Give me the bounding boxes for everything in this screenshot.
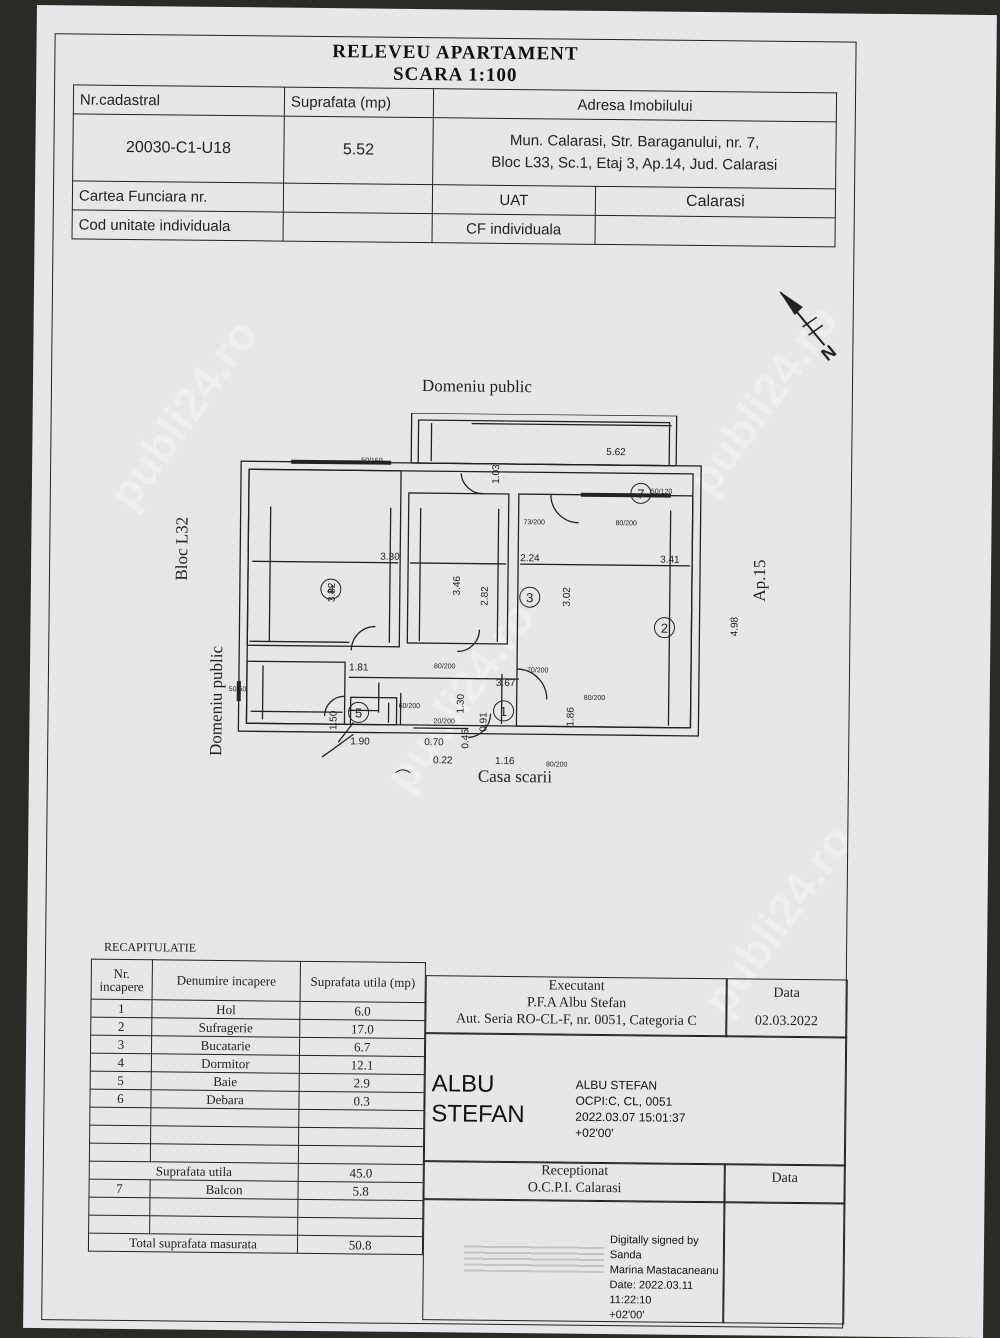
room-number-1: 1	[500, 704, 507, 719]
executant-date-value: 02.03.2022	[726, 1013, 846, 1030]
room-2-outline	[516, 494, 692, 728]
room-number-4: 4	[327, 582, 334, 597]
adresa-value: Mun. Calarasi, Str. Baraganului, nr. 7, …	[433, 118, 837, 189]
executant-signature-box: ALBU STEFAN ALBU STEFAN OCPI:C, CL, 0051…	[424, 1032, 847, 1166]
suprafata-label: Suprafata (mp)	[284, 87, 433, 118]
recap-col-suprafata: Suprafata utila (mp)	[300, 961, 425, 1002]
balcony-inner	[418, 420, 669, 466]
receptionat-signature-box: Digitally signed by Sanda Marina Mastaca…	[422, 1198, 725, 1323]
receptionat-date-label: Data	[725, 1170, 845, 1187]
recap-title: RECAPITULATIE	[104, 940, 196, 956]
room-number-5: 5	[355, 705, 362, 720]
document-frame: RELEVEU APARTAMENT SCARA 1:100 Nr.cadast…	[41, 33, 856, 1328]
right-neighbor-label: Ap.15	[750, 559, 770, 601]
adresa-label: Adresa Imobilului	[433, 89, 836, 122]
uat-value: Calarasi	[595, 186, 835, 218]
carte-funciara-value	[283, 183, 432, 214]
recap-col-nr: Nr. incapere	[91, 959, 152, 1000]
executant-date-box: Data 02.03.2022	[725, 978, 848, 1038]
suprafata-value: 5.52	[284, 116, 434, 185]
paper-sheet: publi24.ro publi24.ro publi24.ro publi24…	[23, 5, 997, 1338]
recap-table: Nr. incapere Denumire incapere Suprafata…	[88, 959, 426, 1255]
executant-box: Executant P.F.A Albu Stefan Aut. Seria R…	[425, 975, 728, 1037]
cf-individuala-value	[595, 215, 835, 247]
cod-unitate-label: Cod unitate individuala	[72, 210, 283, 241]
left-neighbor-label: Bloc L32	[172, 517, 193, 581]
recap-col-denumire: Denumire incapere	[152, 960, 301, 1002]
receptionat-date-value-box	[722, 1201, 845, 1324]
receptionat-line1: O.C.P.I. Calarasi	[425, 1178, 725, 1198]
top-neighbor-label: Domeniu public	[422, 376, 532, 397]
signature-name-1: ALBU	[432, 1069, 526, 1100]
north-label: N	[817, 341, 840, 365]
receptionat-date-box: Data	[723, 1163, 845, 1204]
cf-individuala-label: CF individuala	[432, 214, 595, 245]
carte-funciara-label: Cartea Funciara nr.	[72, 181, 283, 212]
uat-label: UAT	[432, 185, 595, 216]
adresa-line2: Bloc L33, Sc.1, Etaj 3, Ap.14, Jud. Cala…	[439, 151, 829, 177]
inner-wall	[246, 469, 693, 728]
cod-unitate-value	[283, 212, 432, 243]
signature-details: ALBU STEFAN OCPI:C, CL, 0051 2022.03.07 …	[575, 1077, 686, 1142]
nr-cadastral-label: Nr.cadastral	[73, 85, 284, 116]
receptionat-box: Receptionat O.C.P.I. Calarasi	[423, 1160, 725, 1203]
left-lower-label: Domeniu public	[206, 646, 227, 756]
room-3-outline	[407, 493, 509, 644]
signature-name-2: STEFAN	[431, 1099, 525, 1130]
nr-cadastral-value: 20030-C1-U18	[73, 114, 285, 183]
north-arrow-icon: N	[772, 287, 843, 368]
room-number-3: 3	[526, 590, 533, 605]
digital-signature: Digitally signed by Sanda Marina Mastaca…	[609, 1233, 724, 1324]
floor-plan: 4 3 2 1 5 6 7	[228, 411, 752, 776]
header-table: Nr.cadastral Suprafata (mp) Adresa Imobi…	[72, 84, 838, 247]
room-number-6: 6	[399, 773, 406, 777]
outer-wall	[238, 461, 701, 736]
executant-date-label: Data	[727, 985, 847, 1002]
stamp-image	[464, 1242, 604, 1273]
room-5-outline	[246, 661, 345, 724]
executant-line2: Aut. Seria RO-CL-F, nr. 0051, Categoria …	[426, 1010, 726, 1030]
signature-large: ALBU STEFAN	[431, 1069, 525, 1130]
room-number-2: 2	[661, 621, 668, 636]
room-number-7: 7	[637, 486, 644, 501]
